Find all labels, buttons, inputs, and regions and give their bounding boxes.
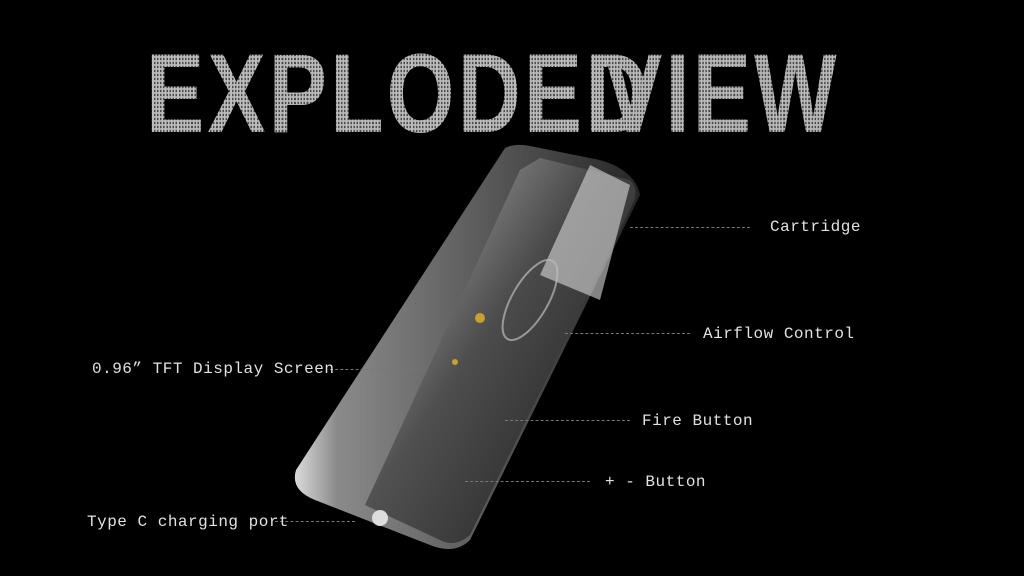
callout-cartridge: Cartridge [770,218,861,236]
callout-display-screen: 0.96” TFT Display Screen [92,360,335,378]
gold-contact [452,359,458,365]
leader-line [565,333,690,334]
cartridge-part [540,165,630,300]
title-exploded: EXPLODED [146,31,652,156]
charging-port [372,510,388,526]
leader-line [465,481,590,482]
leader-line [630,227,750,228]
leader-line [330,369,420,370]
callout-type-c-port: Type C charging port [87,513,290,531]
title-view: VIEW [604,31,840,156]
leader-line [505,420,630,421]
gold-contact [475,313,485,323]
leader-line [275,521,355,522]
callout-plus-minus-button: + - Button [605,473,707,491]
airflow-ring [501,259,559,341]
callout-fire-button: Fire Button [642,412,754,430]
callout-airflow-control: Airflow Control [703,325,855,343]
